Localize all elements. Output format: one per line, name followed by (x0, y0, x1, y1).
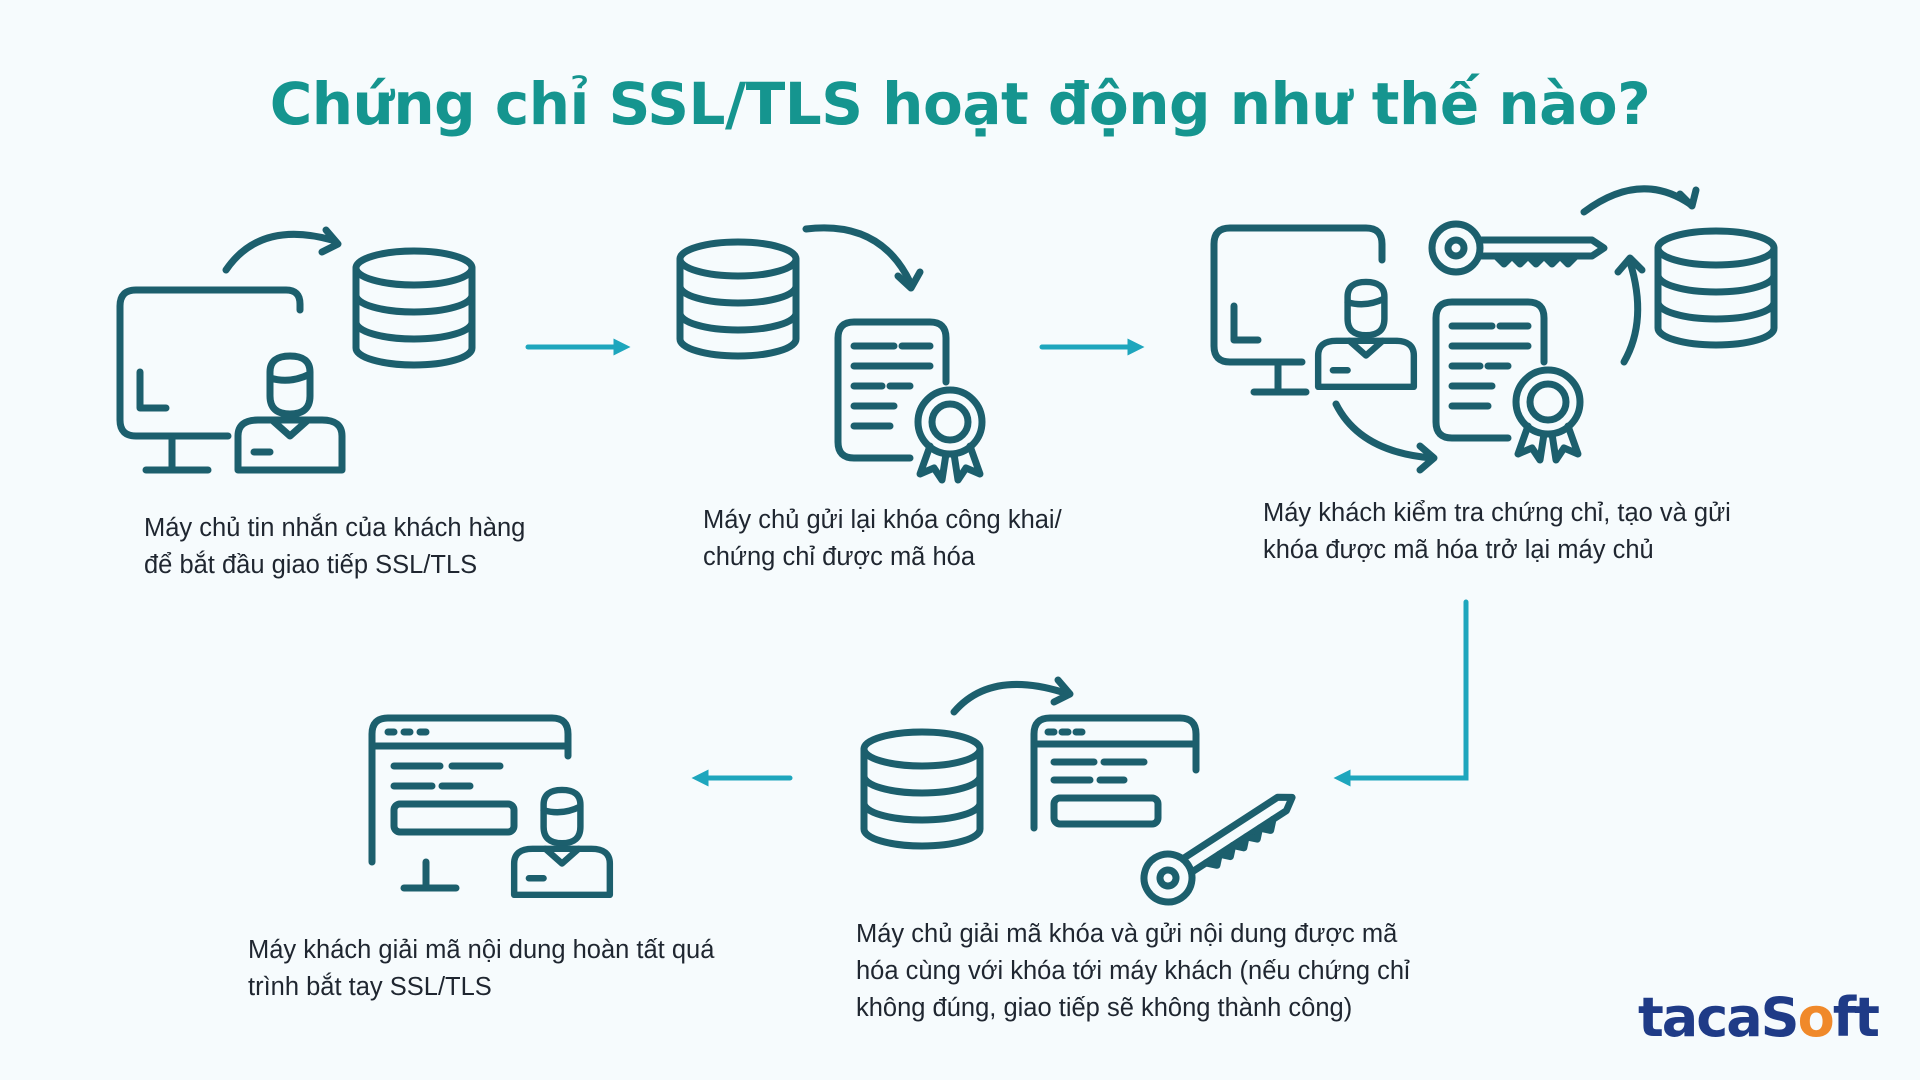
database-icon (864, 732, 980, 846)
browser-window-icon (1034, 718, 1196, 828)
step-5-illustration (368, 714, 610, 895)
database-icon (1658, 231, 1774, 345)
user-icon (238, 356, 342, 470)
flow-arrow-icon (1333, 599, 1469, 787)
step-3-illustration (1210, 185, 1774, 474)
step-4-illustration (864, 676, 1305, 911)
curved-arrow-icon (222, 230, 336, 274)
user-icon (1318, 282, 1414, 387)
step-2-caption: Máy chủ gửi lại khóa công khai/ chứng ch… (703, 506, 1062, 571)
step-4-caption: Máy chủ giải mã khóa và gửi nội dung đượ… (856, 920, 1410, 1022)
database-icon (680, 242, 796, 356)
browser-window-icon (368, 714, 572, 892)
tacasoft-logo: tacaSoft (1637, 986, 1880, 1049)
step-2-illustration (680, 224, 982, 480)
step-3-caption: Máy khách kiểm tra chứng chỉ, tạo và gửi… (1263, 499, 1731, 564)
curved-arrow-icon (1580, 185, 1694, 216)
key-icon (1135, 777, 1305, 911)
curved-arrow-icon (802, 224, 914, 286)
page-title: Chứng chỉ SSL/TLS hoạt động như thế nào? (269, 70, 1651, 138)
step-1-illustration (116, 226, 472, 474)
monitor-icon (1210, 224, 1386, 396)
user-icon (514, 790, 610, 895)
curved-arrow-icon (1332, 400, 1436, 462)
curved-arrow-icon (950, 680, 1066, 716)
key-icon (1432, 224, 1604, 272)
curved-arrow-icon (1620, 258, 1642, 366)
monitor-icon (116, 286, 304, 474)
step-1-caption: Máy chủ tin nhắn của khách hàng để bắt đ… (144, 514, 526, 579)
certificate-icon (838, 322, 982, 480)
logo-text-start: tacaS (1637, 986, 1800, 1049)
database-icon (356, 251, 472, 365)
step-5-caption: Máy khách giải mã nội dung hoàn tất quá … (248, 936, 715, 1001)
certificate-icon (1436, 302, 1580, 460)
logo-text-end: ft (1832, 986, 1880, 1049)
logo-text-accent: o (1797, 986, 1835, 1049)
